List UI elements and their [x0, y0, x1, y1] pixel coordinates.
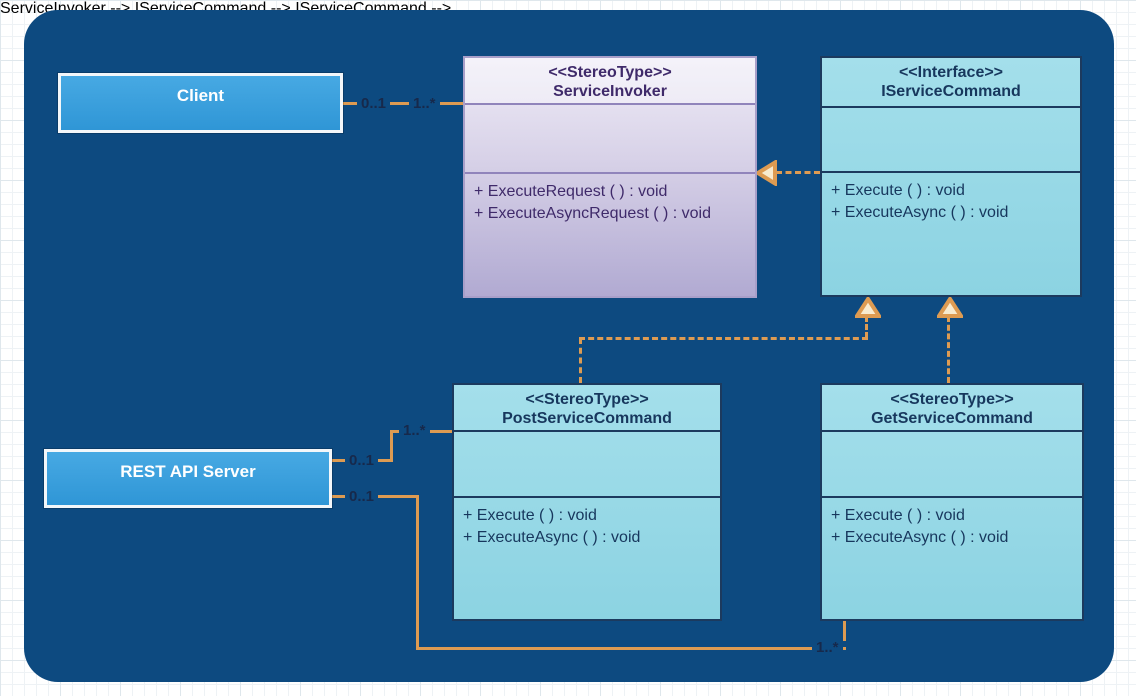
edge-rest-post-seg2 [390, 430, 393, 462]
multiplicity-rest-post-source: 0..1 [345, 452, 379, 469]
edge-post-realization-seg3 [865, 316, 868, 338]
node-rest-api-server[interactable]: REST API Server [44, 449, 332, 508]
node-iservice-command[interactable]: <<Interface>> IServiceCommand + Execute … [820, 56, 1082, 297]
edge-post-realization-seg2 [579, 337, 868, 340]
node-client[interactable]: Client [58, 73, 343, 133]
class-method: + ExecuteAsyncRequest ( ) : void [474, 205, 711, 222]
class-methods-section: + Execute ( ) : void + ExecuteAsync ( ) … [822, 498, 1082, 619]
class-method: + ExecuteAsync ( ) : void [831, 529, 1009, 546]
class-header: <<Interface>> IServiceCommand [822, 58, 1080, 108]
class-method: + ExecuteAsync ( ) : void [831, 204, 1009, 221]
multiplicity-rest-get-source: 0..1 [345, 488, 379, 505]
class-methods-section: + ExecuteRequest ( ) : void + ExecuteAsy… [465, 174, 755, 296]
node-post-service-command[interactable]: <<StereoType>> PostServiceCommand + Exec… [452, 383, 722, 621]
edge-post-realization-seg1 [579, 338, 582, 383]
class-header: <<StereoType>> ServiceInvoker [465, 58, 755, 105]
edge-rest-get-seg2 [416, 495, 419, 650]
class-stereotype: <<StereoType>> [890, 391, 1014, 408]
multiplicity-client-target: 1..* [409, 95, 440, 112]
class-stereotype: <<StereoType>> [525, 391, 649, 408]
class-name: IServiceCommand [881, 83, 1021, 100]
multiplicity-client-source: 0..1 [357, 95, 391, 112]
class-methods-section: + Execute ( ) : void + ExecuteAsync ( ) … [822, 173, 1080, 295]
edge-iservicecommand-serviceinvoker [776, 171, 820, 174]
class-method: + Execute ( ) : void [831, 182, 965, 199]
class-method: + ExecuteRequest ( ) : void [474, 183, 668, 200]
multiplicity-rest-get-target: 1..* [812, 639, 843, 656]
class-methods-section: + Execute ( ) : void + ExecuteAsync ( ) … [454, 498, 720, 619]
edge-get-realization-seg1 [947, 316, 950, 383]
realization-arrow-get-icon [937, 297, 963, 318]
class-header: <<StereoType>> GetServiceCommand [822, 385, 1082, 432]
edge-rest-get-seg4 [843, 621, 846, 641]
node-service-invoker[interactable]: <<StereoType>> ServiceInvoker + ExecuteR… [463, 56, 757, 298]
realization-arrow-post-icon [855, 297, 881, 318]
class-attributes-section [822, 432, 1082, 498]
class-method: + ExecuteAsync ( ) : void [463, 529, 641, 546]
class-attributes-section [822, 108, 1080, 173]
class-name: GetServiceCommand [871, 410, 1033, 427]
node-rest-api-server-label: REST API Server [120, 462, 256, 481]
class-attributes-section [454, 432, 720, 498]
class-header: <<StereoType>> PostServiceCommand [454, 385, 720, 432]
class-stereotype: <<StereoType>> [548, 64, 672, 81]
class-stereotype: <<Interface>> [898, 64, 1004, 81]
class-attributes-section [465, 105, 755, 174]
edge-rest-get-seg3 [416, 647, 846, 650]
class-name: ServiceInvoker [553, 83, 667, 100]
class-name: PostServiceCommand [502, 410, 672, 427]
edge-client-serviceinvoker [343, 102, 463, 105]
node-client-label: Client [176, 86, 225, 105]
node-get-service-command[interactable]: <<StereoType>> GetServiceCommand + Execu… [820, 383, 1084, 621]
class-method: + Execute ( ) : void [463, 507, 597, 524]
class-method: + Execute ( ) : void [831, 507, 965, 524]
dependency-arrow-icon [756, 160, 777, 186]
multiplicity-rest-post-target: 1..* [399, 422, 430, 439]
